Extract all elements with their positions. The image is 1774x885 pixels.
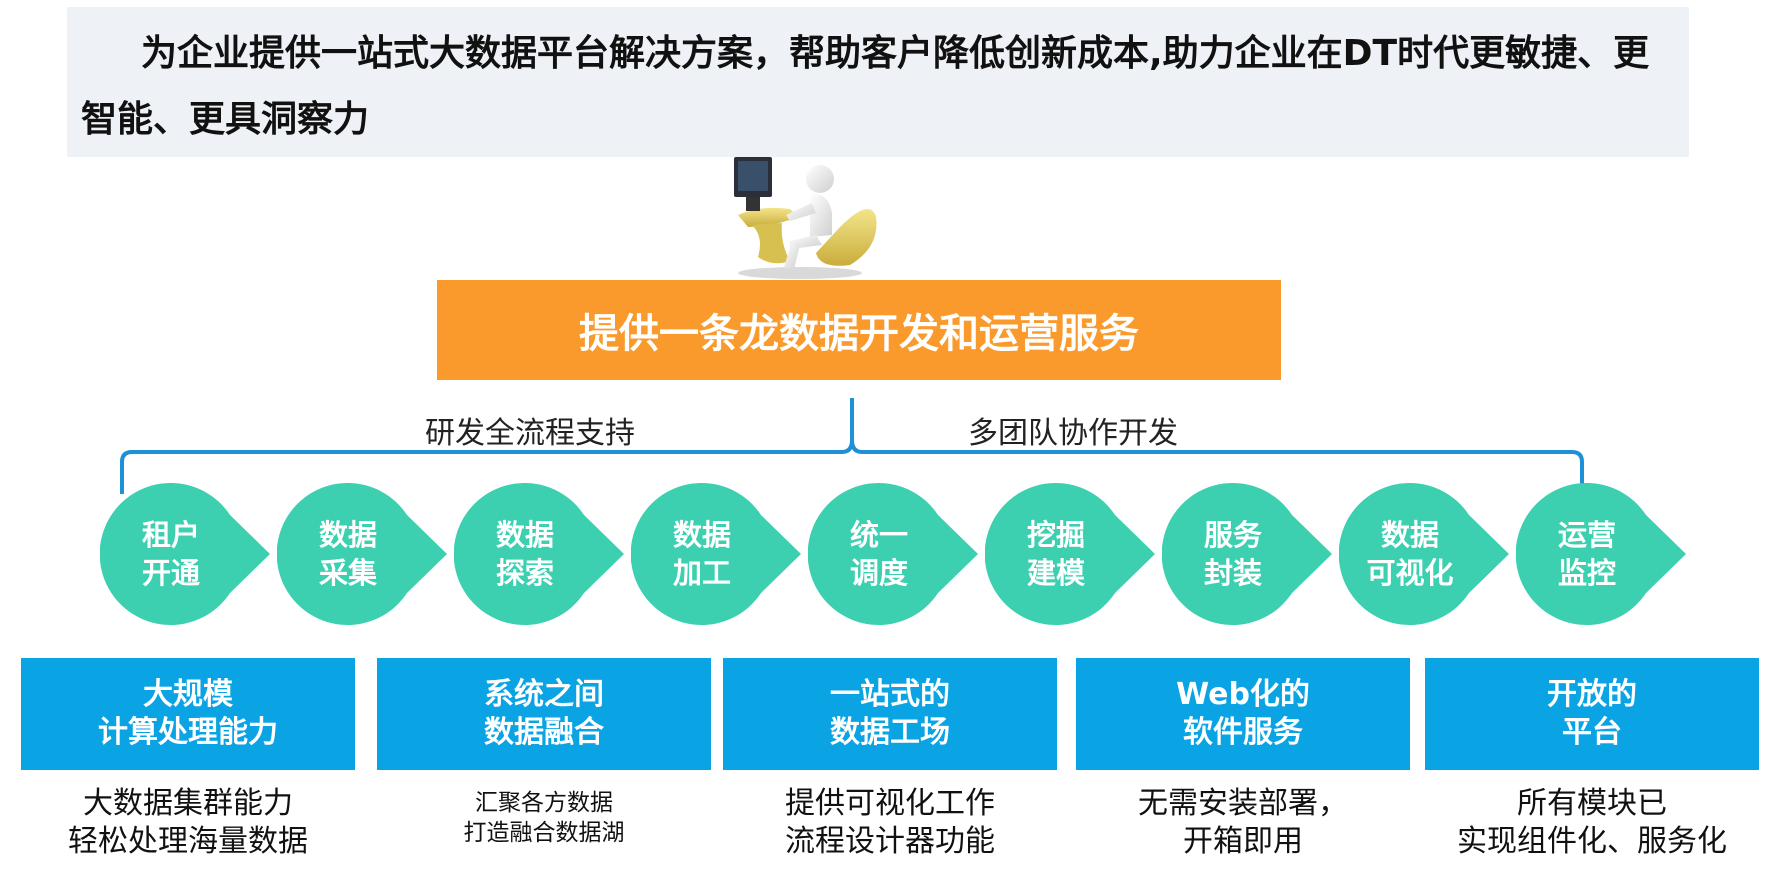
feature-box: 系统之间数据融合 [377,658,711,770]
process-step: 数据采集 [277,479,457,629]
process-step-line2: 探索 [495,556,554,590]
process-step-label: 挖掘建模 [993,479,1119,629]
process-step-label: 服务封装 [1170,479,1296,629]
process-step-line1: 运营 [1557,518,1616,552]
process-step-line1: 数据 [495,518,554,552]
process-step-label: 数据采集 [285,479,411,629]
process-step-line2: 可视化 [1366,556,1454,590]
process-step: 运营监控 [1516,479,1696,629]
feature-desc-line1: 汇聚各方数据 [475,790,613,816]
process-step-label: 数据可视化 [1347,479,1473,629]
process-step: 服务封装 [1162,479,1342,629]
brace-left-label: 研发全流程支持 [425,416,635,451]
feature-description: 大数据集群能力轻松处理海量数据 [21,785,355,861]
process-step: 数据探索 [454,479,634,629]
feature-title-line1: 大规模 [143,677,233,712]
process-step: 挖掘建模 [985,479,1165,629]
process-step-label: 统一调度 [816,479,942,629]
feature-box: Web化的软件服务 [1076,658,1410,770]
process-step-line1: 数据 [1380,518,1439,552]
feature-desc-line2: 流程设计器功能 [785,824,995,859]
process-step-line1: 挖掘 [1026,518,1085,552]
feature-description: 所有模块已实现组件化、服务化 [1425,785,1759,861]
process-step-line1: 服务 [1203,518,1262,552]
feature-title-line1: 系统之间 [484,677,604,712]
feature-description: 汇聚各方数据打造融合数据湖 [377,788,711,848]
process-step-line1: 数据 [672,518,731,552]
feature-desc-line2: 轻松处理海量数据 [68,824,308,859]
feature-title-line2: 计算处理能力 [98,715,278,750]
process-step-line2: 加工 [672,556,731,590]
feature-box: 一站式的数据工场 [723,658,1057,770]
feature-title-line1: Web化的 [1176,677,1310,712]
process-step-line1: 统一 [849,518,908,552]
feature-title-line1: 一站式的 [830,677,950,712]
process-step-line1: 租户 [141,518,200,552]
feature-title-line2: 数据融合 [484,715,604,750]
process-step-line2: 监控 [1557,556,1616,590]
feature-desc-line2: 实现组件化、服务化 [1457,824,1727,859]
feature-box: 开放的平台 [1425,658,1759,770]
process-step-line2: 调度 [849,556,908,590]
process-step-label: 数据加工 [639,479,765,629]
process-step-line2: 建模 [1026,556,1085,590]
header-banner: 为企业提供一站式大数据平台解决方案，帮助客户降低创新成本,助力企业在DT时代更敏… [67,7,1689,157]
feature-desc-line1: 无需安装部署， [1138,786,1348,821]
feature-desc-line1: 所有模块已 [1517,786,1667,821]
feature-desc-line1: 大数据集群能力 [83,786,293,821]
brace-right-label: 多团队协作开发 [968,416,1178,451]
main-service-bar: 提供一条龙数据开发和运营服务 [437,280,1281,380]
process-step-label: 租户开通 [108,479,234,629]
person-at-computer-icon [720,157,890,279]
feature-description: 提供可视化工作流程设计器功能 [723,785,1057,861]
process-step-line2: 采集 [318,556,377,590]
feature-description: 无需安装部署，开箱即用 [1076,785,1410,861]
feature-title-line2: 软件服务 [1183,715,1303,750]
process-step-label: 运营监控 [1524,479,1650,629]
process-step-line2: 开通 [141,556,200,590]
process-step: 数据加工 [631,479,811,629]
header-text: 为企业提供一站式大数据平台解决方案，帮助客户降低创新成本,助力企业在DT时代更敏… [81,33,1650,140]
feature-desc-line1: 提供可视化工作 [785,786,995,821]
feature-title-line2: 数据工场 [830,715,950,750]
process-step-line1: 数据 [318,518,377,552]
feature-title-line1: 开放的 [1547,677,1637,712]
process-step: 数据可视化 [1339,479,1519,629]
feature-desc-line2: 开箱即用 [1183,824,1303,859]
process-step-label: 数据探索 [462,479,588,629]
process-step: 租户开通 [100,479,280,629]
process-step: 统一调度 [808,479,988,629]
feature-desc-line2: 打造融合数据湖 [463,820,625,846]
process-step-line2: 封装 [1203,556,1262,590]
feature-title-line2: 平台 [1562,715,1622,750]
feature-box: 大规模计算处理能力 [21,658,355,770]
